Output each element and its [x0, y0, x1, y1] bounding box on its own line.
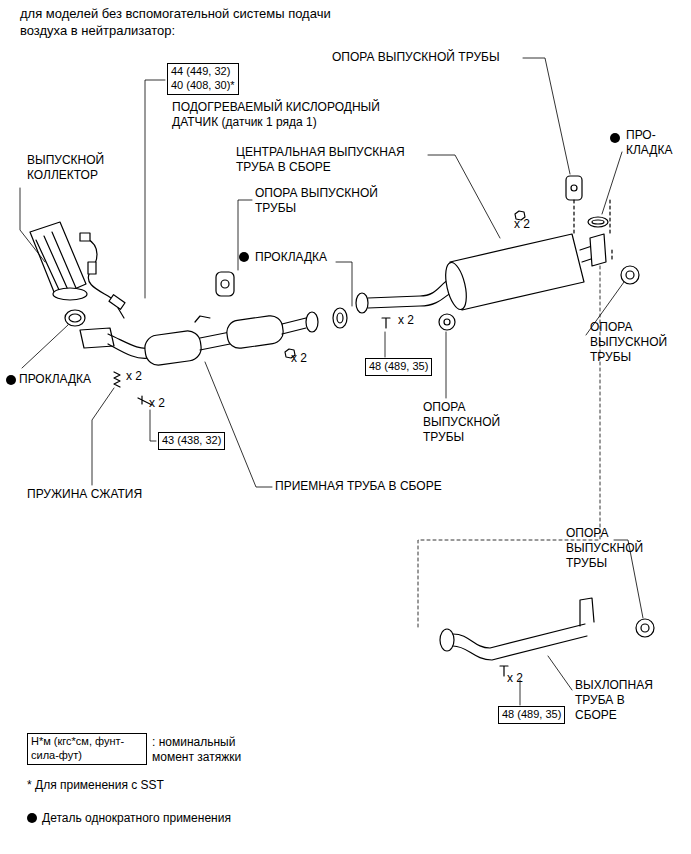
hanger	[621, 266, 639, 284]
hanger	[636, 619, 654, 637]
center-pipe	[356, 234, 606, 328]
quantity-note: x 2	[507, 671, 537, 686]
quantity-note: x 2	[514, 217, 544, 232]
oxygen-sensor	[80, 233, 125, 318]
gasket	[65, 310, 85, 326]
part-label: ПРОКЛАДКА	[255, 250, 355, 265]
guide-line	[574, 200, 612, 262]
part-label: ОПОРА ВЫПУСКНОЙ ТРУБЫ	[590, 320, 675, 365]
part-label: ОПОРА ВЫПУСКНОЙ ТРУБЫ	[255, 186, 395, 216]
torque-value: 44 (449, 32)	[171, 65, 235, 79]
legend-item: Деталь однократного применения	[27, 811, 231, 826]
part-label: ВЫХЛОПНАЯ ТРУБА В СБОРЕ	[575, 678, 660, 723]
part-label: : номинальный момент затяжки	[152, 735, 267, 765]
quantity-note: x 2	[126, 369, 156, 384]
torque-box: Н*м (кгс*см, фунт-сила-фут)	[27, 733, 147, 765]
part-label: ПРО- КЛАДКА	[626, 128, 684, 158]
part-label: ПОДОГРЕВАЕМЫЙ КИСЛОРОДНЫЙ ДАТЧИК (датчик…	[172, 100, 407, 130]
torque-box: 44 (449, 32)40 (408, 30)*	[167, 63, 239, 95]
exhaust-manifold	[30, 222, 87, 300]
hanger	[439, 314, 455, 330]
hanger	[566, 176, 582, 200]
legend-text: Деталь однократного применения	[42, 811, 231, 825]
gasket	[588, 217, 608, 227]
legend-swatch	[27, 812, 39, 824]
gasket	[333, 308, 347, 328]
torque-box: 43 (438, 32)	[158, 432, 225, 450]
part-label: ОПОРА ВЫПУСКНОЙ ТРУБЫ	[332, 50, 532, 65]
part-label: ПРОКЛАДКА	[19, 372, 119, 387]
hanger	[216, 272, 234, 296]
torque-value: Н*м (кгс*см, фунт-сила-фут)	[31, 735, 143, 763]
quantity-note: x 2	[149, 396, 179, 411]
torque-box: 48 (489, 35)	[498, 706, 565, 724]
part-label: ОПОРА ВЫПУСКНОЙ ТРУБЫ	[423, 400, 508, 445]
torque-box: 48 (489, 35)	[365, 358, 432, 376]
part-label: ЦЕНТРАЛЬНАЯ ВЫПУСКНАЯ ТРУБА В СБОРЕ	[236, 145, 426, 175]
part-label: ОПОРА ВЫПУСКНОЙ ТРУБЫ	[566, 526, 651, 571]
single-use-dot	[239, 252, 249, 262]
part-label: ВЫПУСКНОЙ КОЛЛЕКТОР	[27, 153, 127, 183]
part-label: * Для применения с SST	[27, 778, 227, 793]
tail-pipe	[440, 598, 594, 676]
leader-lines	[20, 58, 643, 705]
quantity-note: x 2	[398, 313, 428, 328]
torque-value: 48 (489, 35)	[502, 708, 561, 722]
guide-line	[418, 266, 600, 630]
front-pipe	[80, 312, 318, 367]
torque-value: 48 (489, 35)	[369, 360, 428, 374]
quantity-note: x 2	[291, 351, 321, 366]
torque-value: 43 (438, 32)	[162, 434, 221, 448]
compression-spring	[114, 372, 120, 387]
single-use-dot	[6, 375, 16, 385]
torque-value: 40 (408, 30)*	[171, 79, 235, 93]
part-label: ПРУЖИНА СЖАТИЯ	[27, 487, 177, 502]
single-use-dot	[610, 133, 620, 143]
diagram-title: для моделей без вспомогательной системы …	[20, 6, 340, 40]
part-label: ПРИЕМНАЯ ТРУБА В СБОРЕ	[275, 479, 475, 494]
